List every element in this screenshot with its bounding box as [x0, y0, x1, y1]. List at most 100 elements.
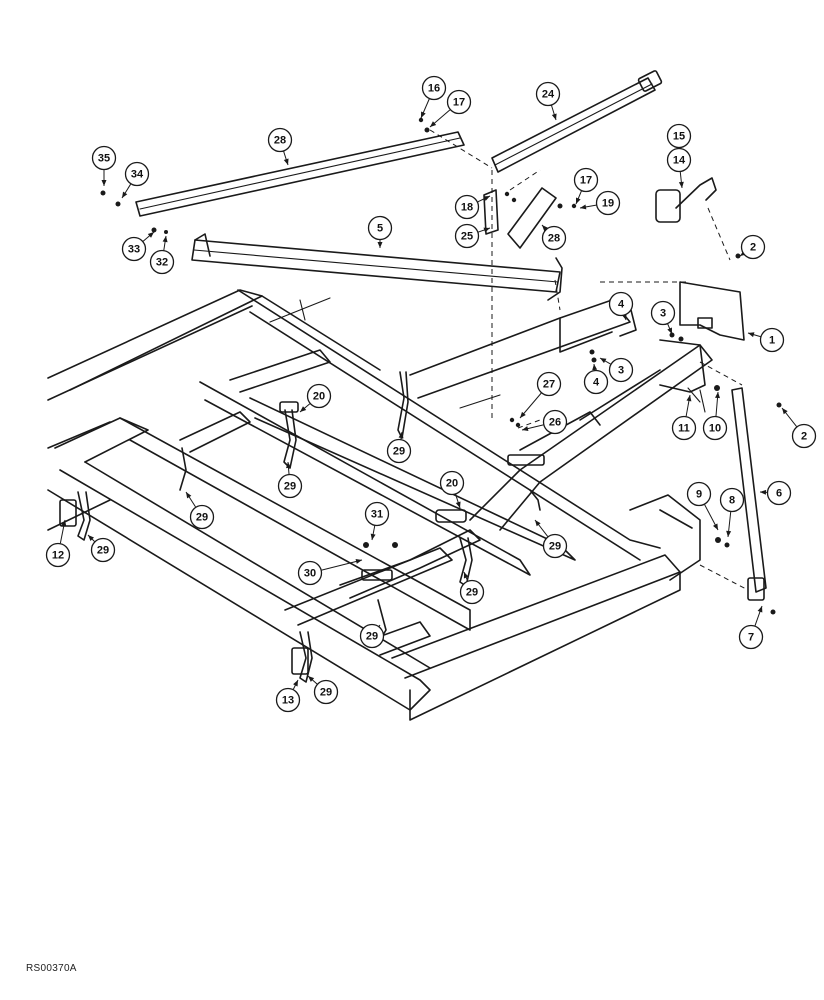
arrowhead: [686, 395, 692, 402]
callout-bubble: [666, 147, 692, 173]
callout-bubble: [45, 542, 71, 568]
callout-15: 15: [666, 123, 692, 171]
callout-29: 29: [185, 491, 215, 530]
callout-bubble: [421, 75, 447, 101]
callout-bubble: [275, 687, 301, 713]
callout-number: 29: [366, 631, 378, 643]
callout-9: 9: [686, 481, 719, 531]
callout-number: 2: [750, 242, 756, 254]
arrowhead: [678, 181, 684, 188]
callout-bubble: [149, 249, 175, 275]
callout-bubble: [91, 145, 117, 171]
callout-29: 29: [277, 461, 303, 499]
callout-34: 34: [121, 161, 150, 199]
callout-20: 20: [299, 383, 332, 413]
callout-bubble: [306, 383, 332, 409]
callout-bubble: [367, 215, 393, 241]
arrowhead: [88, 535, 95, 542]
callout-bubble: [439, 470, 465, 496]
callout-29: 29: [459, 571, 485, 605]
arrowhead: [782, 408, 788, 415]
callout-2: 2: [739, 234, 766, 260]
callout-7: 7: [738, 605, 764, 650]
arrowhead: [576, 197, 581, 204]
callout-number: 14: [673, 155, 686, 167]
callout-number: 13: [282, 695, 294, 707]
callout-number: 4: [618, 299, 625, 311]
callout-31: 31: [364, 501, 390, 541]
callout-number: 25: [461, 231, 473, 243]
callout-number: 30: [304, 568, 316, 580]
callout-number: 3: [660, 308, 666, 320]
callout-27: 27: [519, 371, 562, 419]
main-frame: [47, 289, 713, 721]
callout-number: 3: [618, 365, 624, 377]
callout-number: 33: [128, 244, 140, 256]
arrowhead: [715, 392, 720, 399]
callout-number: 12: [52, 550, 64, 562]
callout-bubble: [766, 480, 792, 506]
callout-20: 20: [439, 470, 465, 509]
arrowhead: [421, 111, 426, 118]
callout-35: 35: [91, 145, 117, 186]
callout-11: 11: [671, 394, 697, 441]
leader-line: [321, 559, 363, 571]
arrowhead: [551, 113, 557, 120]
callout-number: 29: [393, 446, 405, 458]
arrowhead: [308, 676, 315, 682]
callout-bubble: [459, 579, 485, 605]
callout-25: 25: [454, 223, 491, 249]
callout-bubble: [277, 473, 303, 499]
callout-bubble: [791, 423, 817, 449]
callout-number: 18: [461, 202, 473, 214]
arrowhead: [355, 559, 362, 564]
callout-number: 16: [428, 83, 440, 95]
callout-6: 6: [759, 480, 792, 506]
callout-17: 17: [429, 89, 472, 128]
callout-33: 33: [121, 231, 155, 262]
callout-number: 29: [97, 545, 109, 557]
arrowhead: [300, 406, 307, 412]
callout-bubble: [666, 123, 692, 149]
callout-bubble: [359, 623, 385, 649]
callout-3: 3: [599, 357, 634, 383]
callout-bubble: [671, 415, 697, 441]
callout-5: 5: [367, 215, 393, 248]
callout-14: 14: [666, 147, 692, 189]
callout-bubble: [121, 236, 147, 262]
callout-number: 2: [801, 431, 807, 443]
callout-bubble: [542, 409, 568, 435]
arrowhead: [712, 523, 718, 530]
callout-30: 30: [297, 559, 363, 586]
callout-number: 24: [542, 89, 555, 101]
arrowhead: [162, 236, 168, 243]
callout-26: 26: [521, 409, 568, 435]
arrowhead: [377, 242, 383, 248]
callout-bubble: [267, 127, 293, 153]
callout-bubble: [364, 501, 390, 527]
callout-number: 20: [313, 391, 325, 403]
arrowhead: [61, 520, 67, 527]
arrowhead: [757, 606, 763, 613]
callout-bubble: [446, 89, 472, 115]
callout-bubble: [541, 225, 567, 251]
arrowhead: [535, 520, 541, 527]
callout-number: 1: [769, 335, 775, 347]
callout-bubble: [702, 415, 728, 441]
arrowhead: [186, 492, 192, 499]
callout-19: 19: [579, 190, 621, 216]
callout-number: 29: [466, 587, 478, 599]
callout-29: 29: [87, 534, 116, 563]
arrowhead: [483, 196, 490, 201]
arrowhead: [286, 462, 291, 469]
callout-bubble: [759, 327, 785, 353]
callout-12: 12: [45, 519, 71, 568]
arrowhead: [748, 332, 755, 338]
arrowhead: [580, 204, 587, 210]
callout-number: 28: [274, 135, 286, 147]
arrowhead: [463, 572, 469, 579]
arrowhead: [483, 227, 490, 233]
callout-bubble: [573, 167, 599, 193]
callout-bubble: [583, 369, 609, 395]
